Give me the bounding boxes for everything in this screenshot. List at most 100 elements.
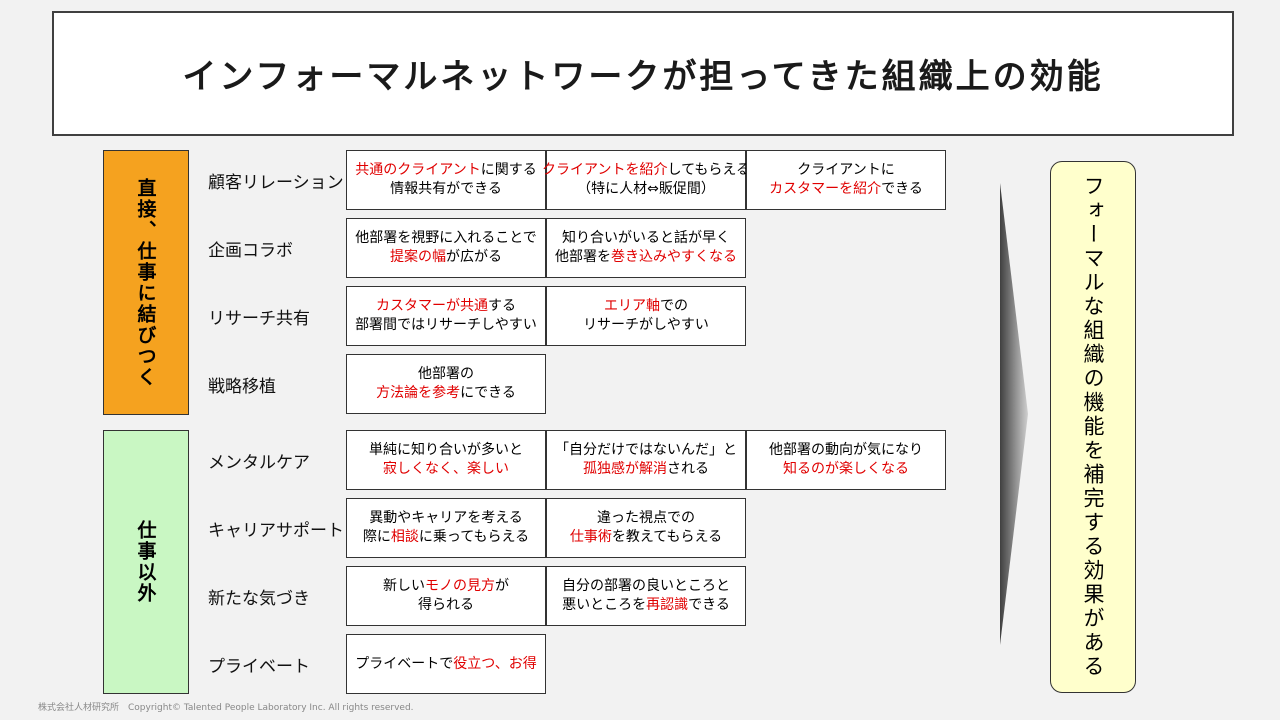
effect-line: 孤独感が解消される bbox=[583, 460, 709, 479]
effect-text: される bbox=[667, 461, 709, 477]
highlight-text: 役立つ、お得 bbox=[453, 655, 537, 672]
effect-text: 悪いところを bbox=[562, 597, 647, 613]
effect-text: 新しい bbox=[383, 578, 425, 594]
effect-line: 自分の部署の良いところと bbox=[562, 577, 730, 596]
effect-line: 違った視点での bbox=[597, 509, 695, 528]
effect-text: 他部署の動向が気になり bbox=[769, 442, 923, 458]
category-work-label: 直接、仕事に結びつく bbox=[134, 177, 157, 388]
effect-text: 他部署を bbox=[555, 249, 611, 265]
highlight-text: 共通のクライアント bbox=[355, 162, 481, 178]
effect-line: 方法論を参考にできる bbox=[376, 384, 516, 403]
result-text: フォーマルな組織の機能を補完する効果がある bbox=[1081, 175, 1105, 679]
effect-line: 共通のクライアントに関する bbox=[355, 161, 536, 180]
highlight-text: カスタマーを紹介 bbox=[769, 181, 882, 197]
effect-text: する bbox=[488, 298, 516, 314]
effect-text: 違った視点での bbox=[597, 510, 695, 526]
effect-line: 知るのが楽しくなる bbox=[783, 460, 909, 479]
effect-line: 寂しくなく、楽しい bbox=[383, 460, 509, 479]
row-label: 戦略移植 bbox=[208, 376, 276, 397]
effect-line: 「自分だけではないんだ」と bbox=[555, 441, 737, 460]
effect-cell: 単純に知り合いが多いと寂しくなく、楽しい bbox=[346, 430, 546, 490]
row-label: 新たな気づき bbox=[208, 588, 310, 609]
effect-text: を教えてもらえる bbox=[611, 529, 723, 545]
effect-line: 他部署を巻き込みやすくなる bbox=[555, 248, 737, 267]
effect-text: 他部署の bbox=[418, 366, 474, 382]
effect-text: 他部署を視野に入れることで bbox=[355, 230, 537, 246]
highlight-text: 相談 bbox=[390, 529, 419, 545]
effect-line: 他部署を視野に入れることで bbox=[355, 229, 537, 248]
effect-text: が広がる bbox=[446, 249, 502, 265]
copyright-footer: 株式会社人材研究所 Copyright© Talented People Lab… bbox=[38, 703, 414, 713]
highlight-text: 孤独感が解消 bbox=[583, 461, 667, 477]
effect-text: リサーチがしやすい bbox=[583, 317, 709, 333]
effect-cell: 新しいモノの見方が得られる bbox=[346, 566, 546, 626]
effect-cell: 他部署を視野に入れることで提案の幅が広がる bbox=[346, 218, 546, 278]
effect-cell: 他部署の方法論を参考にできる bbox=[346, 354, 546, 414]
right-arrow-icon bbox=[1000, 183, 1028, 645]
effect-text: 部署間ではリサーチしやすい bbox=[355, 317, 537, 333]
highlight-text: 方法論を参考 bbox=[376, 385, 461, 401]
effect-cell: エリア軸でのリサーチがしやすい bbox=[546, 286, 746, 346]
effect-line: 仕事術を教えてもらえる bbox=[570, 528, 722, 547]
effect-text: 「自分だけではないんだ」と bbox=[555, 442, 737, 458]
highlight-text: 寂しくなく、楽しい bbox=[383, 461, 509, 477]
effect-cell: 共通のクライアントに関する情報共有ができる bbox=[346, 150, 546, 210]
effect-text: 情報共有ができる bbox=[390, 181, 502, 197]
effect-text: 知り合いがいると話が早く bbox=[562, 230, 730, 246]
effect-line: 提案の幅が広がる bbox=[390, 248, 502, 267]
effect-text: にできる bbox=[460, 385, 516, 401]
effect-line: 知り合いがいると話が早く bbox=[562, 229, 730, 248]
effect-line: 新しいモノの見方が bbox=[383, 577, 509, 596]
effect-cell: クライアントにカスタマーを紹介できる bbox=[746, 150, 946, 210]
effect-text: できる bbox=[688, 597, 730, 613]
effect-line: 情報共有ができる bbox=[390, 180, 502, 199]
effect-line: エリア軸での bbox=[604, 297, 688, 316]
effect-text: 際に bbox=[362, 529, 391, 545]
row-label: メンタルケア bbox=[208, 452, 310, 473]
effect-cell: 異動やキャリアを考える際に相談に乗ってもらえる bbox=[346, 498, 546, 558]
effect-text: 単純に知り合いが多いと bbox=[369, 442, 523, 458]
effect-text: に乗ってもらえる bbox=[418, 529, 530, 545]
effect-text: できる bbox=[881, 181, 923, 197]
category-nonwork-label: 仕事以外 bbox=[134, 520, 157, 604]
effect-cell: プライベートで役立つ、お得 bbox=[346, 634, 546, 694]
highlight-text: 仕事術 bbox=[569, 529, 612, 545]
effect-text: プライベートで bbox=[355, 655, 454, 672]
effect-line: 単純に知り合いが多いと bbox=[369, 441, 523, 460]
row-label: プライベート bbox=[208, 656, 310, 677]
row-label: リサーチ共有 bbox=[208, 308, 310, 329]
highlight-text: 提案の幅 bbox=[390, 249, 446, 265]
effect-line: 部署間ではリサーチしやすい bbox=[355, 316, 537, 335]
effect-cell: カスタマーが共通する部署間ではリサーチしやすい bbox=[346, 286, 546, 346]
effect-line: 他部署の動向が気になり bbox=[769, 441, 923, 460]
effect-text: （特に人材⇔販促間） bbox=[577, 181, 715, 197]
result-box: フォーマルな組織の機能を補完する効果がある bbox=[1050, 161, 1136, 693]
effect-text: に関する bbox=[480, 162, 537, 178]
highlight-text: エリア軸 bbox=[604, 298, 660, 314]
effect-line: カスタマーを紹介できる bbox=[769, 180, 923, 199]
highlight-text: モノの見方 bbox=[425, 578, 495, 594]
highlight-text: クライアントを紹介 bbox=[542, 162, 668, 178]
effect-cell: クライアントを紹介してもらえる（特に人材⇔販促間） bbox=[542, 150, 750, 210]
effect-text: 異動やキャリアを考える bbox=[369, 510, 523, 526]
effect-text: が bbox=[495, 578, 509, 594]
highlight-text: 巻き込みやすくなる bbox=[611, 249, 737, 265]
effect-line: リサーチがしやすい bbox=[583, 316, 709, 335]
effect-line: （特に人材⇔販促間） bbox=[577, 180, 715, 199]
highlight-text: 知るのが楽しくなる bbox=[783, 461, 909, 477]
effect-line: 得られる bbox=[418, 596, 474, 615]
row-label: 企画コラボ bbox=[208, 240, 293, 261]
effect-text: クライアントに bbox=[797, 162, 895, 178]
category-work: 直接、仕事に結びつく bbox=[103, 150, 189, 415]
effect-cell: 他部署の動向が気になり知るのが楽しくなる bbox=[746, 430, 946, 490]
page-title-box: インフォーマルネットワークが担ってきた組織上の効能 bbox=[52, 11, 1234, 136]
effect-line: 異動やキャリアを考える bbox=[369, 509, 523, 528]
effect-cell: 違った視点での仕事術を教えてもらえる bbox=[546, 498, 746, 558]
effect-line: 際に相談に乗ってもらえる bbox=[363, 528, 529, 547]
effect-line: 他部署の bbox=[418, 365, 474, 384]
row-label: キャリアサポート bbox=[208, 520, 344, 541]
effect-cell: 「自分だけではないんだ」と孤独感が解消される bbox=[546, 430, 746, 490]
page-title: インフォーマルネットワークが担ってきた組織上の効能 bbox=[182, 57, 1104, 97]
effect-text: 自分の部署の良いところと bbox=[562, 578, 730, 594]
effect-line: プライベートで役立つ、お得 bbox=[355, 655, 536, 674]
